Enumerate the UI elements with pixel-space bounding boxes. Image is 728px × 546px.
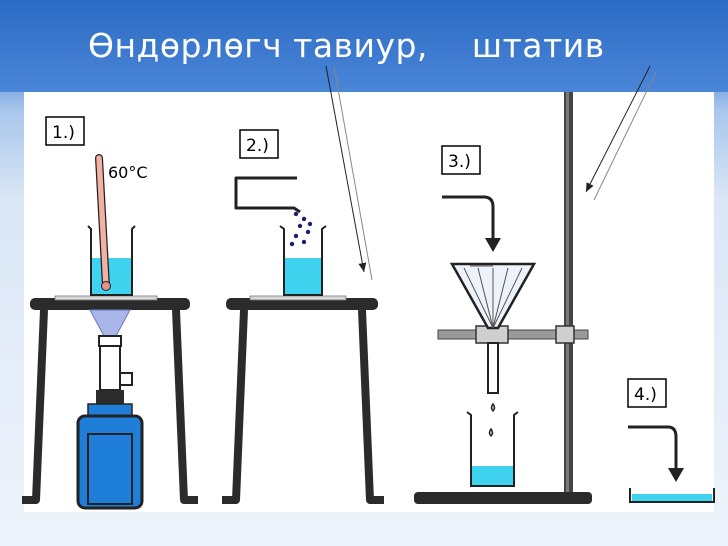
svg-text:4.): 4.) [634,385,657,405]
pointer-arrow-icon [585,65,657,201]
tripod-stand-icon [222,295,384,504]
beaker-icon [466,411,519,487]
step-label-1: 1.) [45,116,85,146]
funnel-icon [449,262,537,394]
step-label-4: 4.) [627,378,667,408]
retort-stand-icon [414,92,592,504]
beaker-icon [87,225,136,296]
down-arrow-icon [628,425,684,482]
header-band [0,0,728,92]
solute-particles-icon [289,211,313,247]
svg-text:2.): 2.) [246,136,269,156]
down-arrow-icon [442,195,501,252]
pouring-container-icon [234,176,301,214]
droplets-icon [488,402,496,438]
thermometer-reading: 60°C [108,163,148,182]
tripod-stand-icon [22,295,198,504]
slide-title: Өндөрлөгч тавиур, штатив [88,26,605,65]
thermometer-icon [95,154,111,291]
svg-text:3.): 3.) [448,152,471,172]
svg-text:1.): 1.) [52,123,75,143]
evaporating-dish-icon [629,488,715,503]
beaker-icon [279,225,327,296]
pointer-arrow-icon [325,65,373,281]
gas-burner-icon [76,309,144,510]
step-label-2: 2.) [239,129,279,159]
step-label-3: 3.) [441,145,481,175]
